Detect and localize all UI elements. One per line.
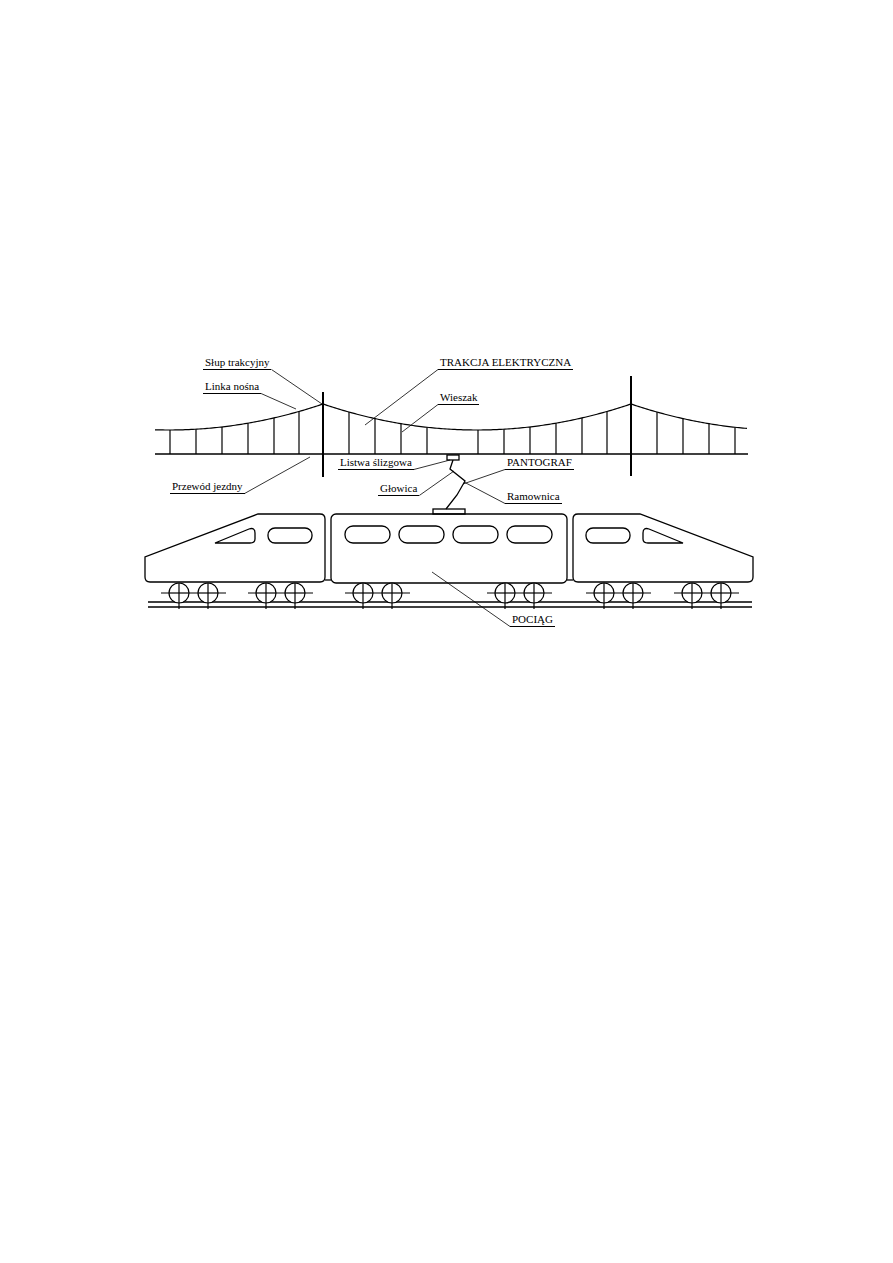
catenary [155, 376, 748, 477]
wheel-axle [504, 583, 505, 609]
leader-line [261, 394, 296, 410]
leader-line [432, 572, 510, 627]
dropper [555, 423, 556, 454]
train-window [268, 528, 312, 543]
leader-line [402, 405, 438, 433]
part-label: Listwa ślizgowa [338, 456, 414, 470]
leader-line [419, 471, 454, 496]
coupler [567, 579, 573, 580]
train-car [573, 514, 753, 582]
part-label: TRAKCJA ELEKTRYCZNA [438, 356, 573, 370]
dropper [195, 429, 196, 454]
dropper [400, 424, 401, 454]
dropper [503, 429, 504, 454]
leader-lines [245, 370, 510, 627]
rail [148, 606, 752, 607]
part-label: Linka nośna [203, 380, 261, 394]
dropper [606, 411, 607, 454]
wheel-axle [720, 583, 721, 609]
part-label: Wieszak [438, 391, 479, 405]
dropper [221, 427, 222, 454]
dropper [374, 419, 375, 454]
wheel-axle [391, 583, 392, 609]
wheel-axle [265, 583, 266, 609]
dropper [169, 430, 170, 454]
dropper [348, 412, 349, 454]
pantograph-frame [446, 460, 465, 509]
train-window [345, 526, 390, 543]
train-window [453, 526, 498, 543]
wheel-axle [632, 583, 633, 609]
dropper [656, 412, 657, 454]
part-label: Głowica [378, 482, 419, 496]
leader-line [271, 370, 322, 405]
dropper [581, 418, 582, 454]
bogie-frame [487, 592, 552, 593]
dropper [682, 419, 683, 454]
dropper [734, 427, 735, 454]
dropper [529, 427, 530, 454]
bogie-frame [674, 592, 739, 593]
train-window [507, 526, 552, 543]
dropper [477, 430, 478, 454]
part-label: POCIĄG [510, 613, 555, 627]
train-car [145, 514, 325, 582]
bogie-frame [345, 592, 410, 593]
part-label: Słup trakcyjny [203, 356, 271, 370]
wheels [161, 583, 739, 609]
part-label: Ramownica [505, 490, 562, 504]
part-label: Przewód jezdny [170, 480, 245, 494]
contact-wire [155, 453, 748, 455]
bogie-frame [586, 592, 651, 593]
wheel-axle [533, 583, 534, 609]
train-car [331, 514, 567, 583]
leader-line [464, 482, 505, 504]
pantograph-base [433, 509, 465, 514]
leader-line [414, 460, 450, 470]
dropper [247, 423, 248, 454]
leader-line [365, 370, 438, 426]
pantograph [433, 455, 465, 514]
dropper [273, 418, 274, 454]
dropper [426, 427, 427, 454]
leader-line [245, 457, 310, 494]
train-window [399, 526, 444, 543]
leader-line [463, 470, 505, 485]
contact-strip [447, 455, 459, 460]
wheel-axle [362, 583, 363, 609]
wheel-axle [294, 583, 295, 609]
messenger-wire [155, 404, 747, 430]
dropper [298, 411, 299, 454]
coupler [325, 579, 331, 580]
wheel-axle [178, 583, 179, 609]
train-window [643, 529, 683, 544]
train [145, 514, 753, 607]
rail [148, 601, 752, 602]
wheel-axle [207, 583, 208, 609]
traction-pole [630, 376, 632, 476]
bogie-frame [161, 592, 226, 593]
wheel-axle [691, 583, 692, 609]
dropper [708, 424, 709, 454]
part-label: PANTOGRAF [505, 456, 574, 470]
train-window [586, 528, 630, 543]
bogie-frame [248, 592, 313, 593]
train-window [215, 529, 255, 544]
wheel-axle [603, 583, 604, 609]
